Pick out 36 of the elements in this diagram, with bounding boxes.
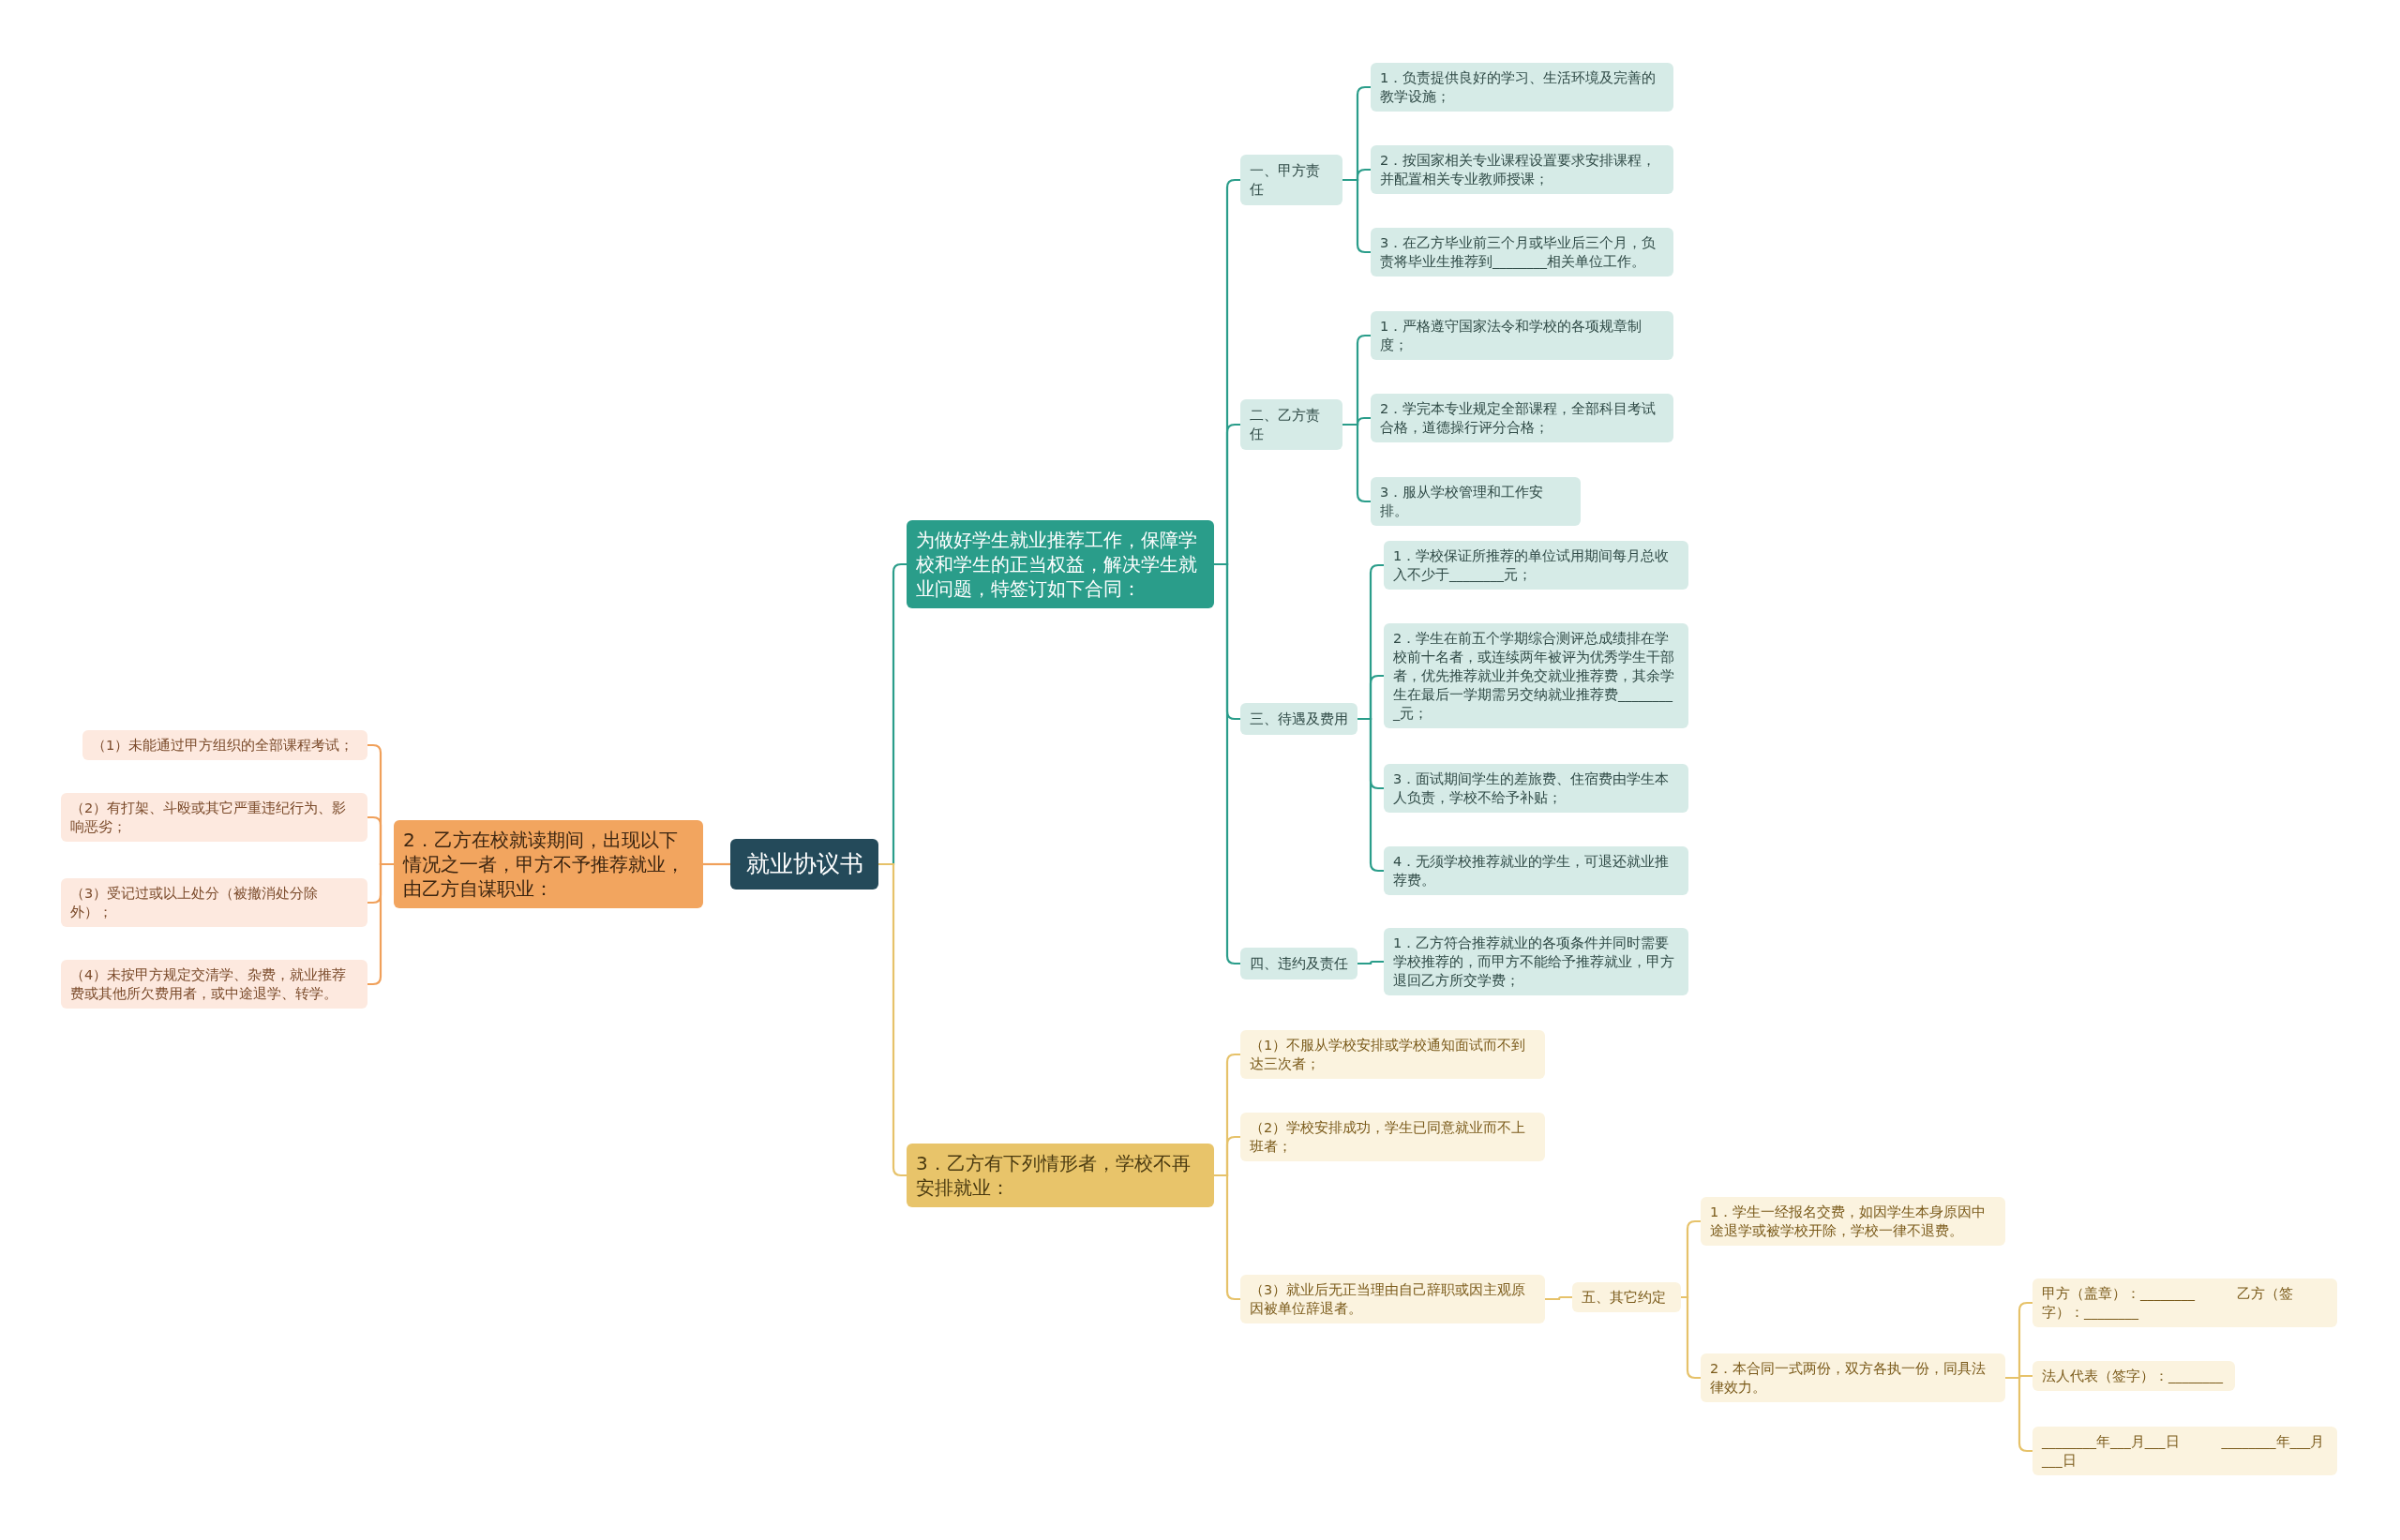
clause-box: 2．按国家相关专业课程设置要求安排课程，并配置相关专业教师授课； [1371,145,1673,194]
root-topic: 就业协议书 [730,839,878,890]
clause-box: 1．负责提供良好的学习、生活环境及完善的教学设施； [1371,63,1673,112]
branch-topic: 3．乙方有下列情形者，学校不再安排就业： [907,1144,1214,1207]
clause-box: 3．在乙方毕业前三个月或毕业后三个月，负责将毕业生推荐到________相关单位工作。 [1371,228,1673,277]
section-topic: 四、违约及责任 [1240,948,1358,979]
clause-box: 1．学校保证所推荐的单位试用期间每月总收入不少于________元； [1384,541,1688,590]
clause-box: （1）未能通过甲方组织的全部课程考试； [82,730,368,760]
clause-box: （3）受记过或以上处分（被撤消处分除外）； [61,878,368,927]
clause-box: （2）有打架、斗殴或其它严重违纪行为、影响恶劣； [61,793,368,842]
connector-line [1358,960,1384,965]
section-topic: 二、乙方责任 [1240,399,1342,450]
branch-topic: 2．乙方在校就读期间，出现以下情况之一者，甲方不予推荐就业，由乙方自谋职业： [394,820,703,908]
clause-box: （3）就业后无正当理由自己辞职或因主观原因被单位辞退者。 [1240,1275,1545,1323]
signature-box: 法人代表（签字）：________ [2032,1361,2235,1391]
clause-box: （2）学校安排成功，学生已同意就业而不上班者； [1240,1113,1545,1161]
clause-box: 3．服从学校管理和工作安排。 [1371,477,1581,526]
clause-box: 2．本合同一式两份，双方各执一份，同具法律效力。 [1701,1353,2005,1402]
signature-box: 甲方（盖章）：________ 乙方（签字）：________ [2032,1278,2337,1327]
branch-topic: 为做好学生就业推荐工作，保障学校和学生的正当权益，解决学生就业问题，特签订如下合同： [907,520,1214,608]
section-topic: 五、其它约定 [1572,1282,1681,1312]
clause-box: 4．无须学校推荐就业的学生，可退还就业推荐费。 [1384,846,1688,895]
clause-box: （4）未按甲方规定交清学、杂费，就业推荐费或其他所欠费用者，或中途退学、转学。 [61,960,368,1009]
clause-box: （1）不服从学校安排或学校通知面试而不到达三次者； [1240,1030,1545,1079]
connector-line [703,862,730,866]
clause-box: 1．学生一经报名交费，如因学生本身原因中途退学或被学校开除，学校一律不退费。 [1701,1197,2005,1246]
date-box: ________年___月___日 ________年___月___日 [2032,1427,2337,1475]
connector-line [1545,1295,1572,1301]
clause-box: 1．严格遵守国家法令和学校的各项规章制度； [1371,311,1673,360]
section-topic: 三、待遇及费用 [1240,703,1358,735]
section-topic: 一、甲方责任 [1240,155,1342,205]
clause-box: 2．学完本专业规定全部课程，全部科目考试合格，道德操行评分合格； [1371,394,1673,442]
clause-box: 1．乙方符合推荐就业的各项条件并同时需要学校推荐的，而甲方不能给予推荐就业，甲方退回乙方所交学费； [1384,928,1688,995]
connector-line [1214,562,1240,965]
clause-box: 2．学生在前五个学期综合测评总成绩排在学校前十名者，或连续两年被评为优秀学生干部者，优先推荐就业并免交就业推荐费，其余学生在最后一学期需另交纳就业推荐费_________元； [1384,623,1688,728]
clause-box: 3．面试期间学生的差旅费、住宿费由学生本人负责，学校不给予补贴； [1384,764,1688,813]
